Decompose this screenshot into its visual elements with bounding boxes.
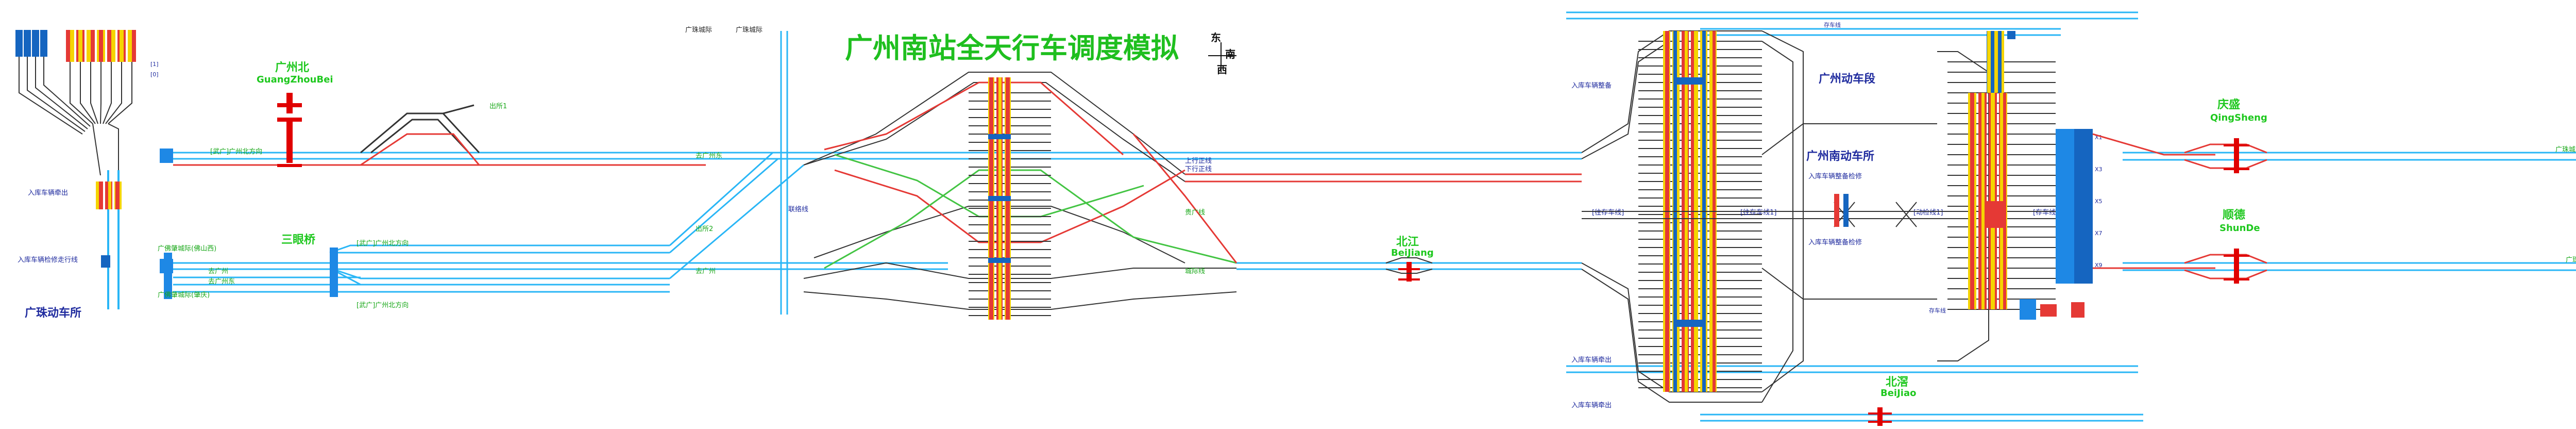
station-guangzhoubei-cn: 广州北 (275, 61, 309, 74)
label-top-dir-b: 广珠城际 (736, 26, 762, 34)
right-lines: 庆盛 QingSheng 顺德 ShunDe 广珠城际(珠海) 广珠城际(江门) (2092, 98, 2576, 284)
label-right-a: 广珠城际(珠海) (2555, 146, 2576, 154)
gzn-depot-title: 广州南动车所 (1806, 150, 1874, 163)
depot-block (32, 30, 39, 57)
station-beijiao-en: BeiJiao (1880, 388, 1916, 399)
track-x7: X7 (2095, 230, 2103, 237)
depot-block (2074, 129, 2093, 284)
depot-stabling (1968, 93, 1976, 309)
guangzhou-depot-complex: 存车线 (1566, 11, 2143, 422)
depot-stabling (1978, 93, 1987, 309)
label-bl-a: [武广]广州北方向 (210, 147, 262, 156)
gz-south-station: 上行正线 下行正线 贵广线 城际线 (803, 72, 1238, 320)
depot-block (15, 30, 23, 57)
track-x5: X5 (2095, 198, 2103, 205)
station-beijiao: 北滘 BeiJiao (1868, 376, 1916, 426)
label-to-gz: 去广州 (696, 268, 716, 275)
station-sanyanqiao: 三眼桥 (281, 233, 315, 246)
guangzhou-depot-title: 广州动车段 (1819, 72, 1875, 86)
depot-block (117, 30, 126, 62)
station-beijiang-en: BeiJiang (1391, 248, 1434, 258)
station-shunde-en: ShunDe (2219, 223, 2260, 234)
guangzhu-depot-title: 广珠动车所 (25, 306, 81, 320)
label-jiequ-a: [往存车线] (1592, 208, 1624, 217)
label-jiequ-b: [往存车线1] (1740, 208, 1776, 217)
left-main-lines: 广州北 GuangZhouBei 出所1 去广州东 出所2 去广州 [武广]广州… (158, 61, 1582, 309)
label-xx-top: 下行正线 (1185, 166, 1212, 173)
label-depot-check-2: 入库车辆整备检修 (1808, 238, 1862, 246)
label-ruku: 入库车辆牵出 (28, 189, 68, 197)
depot-block (97, 30, 105, 62)
label-out-depot-2: 出所2 (696, 225, 713, 233)
depot-block (128, 30, 136, 62)
label-ruku-bot-2: 入库车辆牵出 (1571, 401, 1612, 409)
label-gz-2: 去广州东 (208, 278, 235, 286)
platform (105, 182, 112, 209)
depot-block (2056, 129, 2074, 284)
station-guangzhoubei-en: GuangZhouBei (257, 74, 333, 85)
label-to-gz-east: 去广州东 (696, 152, 722, 160)
label-out-depot: 出所1 (489, 103, 507, 110)
label-gz-line: 贵广线 (1185, 209, 1205, 217)
page-title: 广州南站全天行车调度模拟 (845, 32, 1179, 64)
label-ruku-bot: 入库车辆牵出 (1571, 356, 1612, 364)
label-top-yard: 存车线 (1824, 21, 1841, 28)
track-x9: X9 (2095, 262, 2103, 269)
station-shunde-cn: 顺德 (2223, 208, 2245, 222)
depot-block (66, 30, 74, 62)
compass-icon: 东 南 西 (1208, 31, 1236, 76)
label-jiequ-d: [存车线3] (2033, 208, 2062, 217)
track-code: [0] (150, 71, 159, 78)
compass-south: 南 (1225, 48, 1235, 60)
label-depot-line: 联络线 (788, 205, 808, 213)
platform (114, 182, 122, 209)
label-yard: 存车线 (1929, 307, 1946, 314)
station-qingsheng-cn: 庆盛 (2217, 98, 2240, 111)
line-terminal (160, 148, 173, 163)
label-top-dir: 广珠城际 (685, 26, 712, 34)
track-x3: X3 (2095, 166, 2103, 173)
label-sg-a: 广佛肇城际(佛山西) (158, 245, 216, 253)
label-gz: 去广州 (208, 268, 228, 275)
label-right-b: 广珠城际(江门) (2566, 256, 2576, 264)
station-beijiang: 北江 BeiJiang (1385, 236, 1434, 282)
depot-block (87, 30, 95, 62)
track-code: [1] (150, 61, 159, 68)
label-gz-b: [武广]广州北方向 (357, 239, 409, 248)
label-gz-c: [武广]广州北方向 (357, 301, 409, 309)
depot-block (107, 30, 115, 62)
depot-block (40, 30, 47, 57)
junction-block (164, 253, 172, 299)
label-ruku-check: 入库车辆检修走行线 (18, 256, 78, 264)
depot-block (76, 30, 84, 62)
label-depot-check: 入库车辆整备检修 (1808, 172, 1862, 180)
station-qingsheng-en: QingSheng (2210, 112, 2267, 123)
depot-block (24, 30, 31, 57)
label-ruku-top: 入库车辆整备 (1571, 81, 1612, 90)
station-beijiang-cn: 北江 (1396, 236, 1419, 249)
compass-west: 西 (1217, 63, 1227, 76)
label-jiequ-c: [动检线1] (1913, 209, 1943, 217)
depot-block (1987, 31, 2004, 93)
label-bj-line: 城际线 (1185, 268, 1205, 275)
compass-east: 东 (1211, 31, 1221, 44)
junction-block (330, 248, 338, 297)
station-beijiao-cn: 北滘 (1886, 376, 1908, 389)
guangzhu-depot-area: [1] [0] 入库车辆牵出 入库车辆检修走行线 广珠动车所 (15, 30, 159, 320)
label-sg-b: 广佛肇城际(肇庆) (158, 291, 210, 299)
top-cross-line: 广珠城际 广珠城际 联络线 (685, 26, 808, 315)
label-ss-top: 上行正线 (1185, 157, 1212, 165)
depot-block (101, 255, 110, 268)
platform (96, 182, 103, 209)
